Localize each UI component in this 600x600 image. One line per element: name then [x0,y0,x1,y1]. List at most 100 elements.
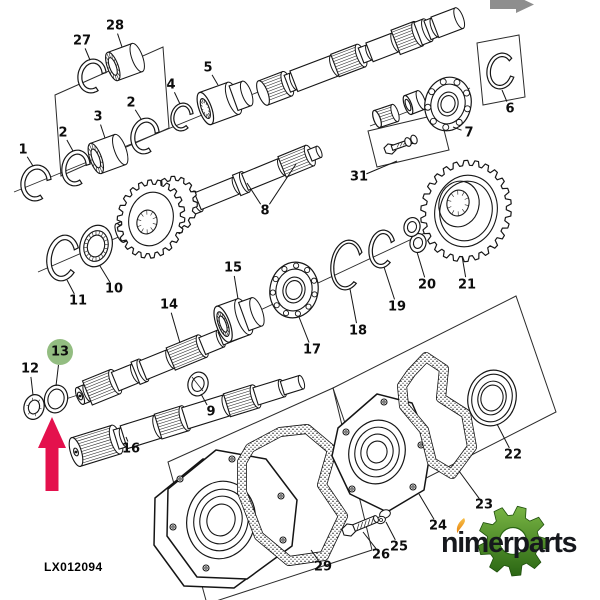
svg-text:5: 5 [203,61,212,76]
svg-text:13: 13 [51,345,69,360]
callout-29: 29 [310,549,332,575]
part-29-gasket [237,424,348,566]
svg-text:9: 9 [206,405,215,420]
svg-text:20: 20 [418,278,436,293]
callout-7: 7 [452,126,474,141]
callout-1: 1 [18,143,34,167]
svg-text:26: 26 [372,548,390,563]
svg-text:18: 18 [349,324,367,339]
nimerparts-logo: nimerparts [441,505,599,600]
svg-text:12: 12 [21,362,39,377]
svg-text:3: 3 [93,110,102,125]
part-drawings [20,7,517,589]
small-spline-stub [372,103,400,129]
part-4-snap-ring [170,102,194,132]
part-24-cover [331,393,432,513]
callout-10: 10 [99,265,123,297]
callout-17: 17 [298,316,321,358]
svg-text:31: 31 [350,170,368,185]
pto-cover-front-plate [166,449,298,580]
callout-15: 15 [224,261,242,300]
part-22-seal [467,369,517,427]
callout-9: 9 [200,393,216,420]
small-cup [402,89,427,116]
callout-8: 8 [246,163,297,219]
callout-2: 2 [126,96,142,120]
part-23-gasket [397,352,477,479]
logo-flame-icon [456,518,465,534]
part-16-shaft-drawing [68,374,306,467]
svg-text:15: 15 [224,261,242,276]
part-2a-snap-ring [61,149,91,187]
part-31-bolt-kit [383,134,418,155]
part-3-bearing [87,133,129,175]
drawing-code: LX012094 [44,560,103,574]
input-shaft-drawing [256,7,466,106]
callout-6: 6 [501,89,515,117]
svg-text:8: 8 [260,204,269,219]
part-17-roller-bearing [269,261,319,319]
part-28-bearing [105,42,145,82]
svg-text:25: 25 [390,540,408,555]
callout-20: 20 [416,251,436,293]
part-2b-snap-ring [130,117,160,155]
part-1-snap-ring [20,164,52,202]
svg-text:6: 6 [505,102,514,117]
part-19-snap-ring [368,229,395,269]
part-26-bolt [341,515,379,537]
callout-28: 28 [106,19,124,48]
callout-31: 31 [350,160,398,185]
part-13-washer-ring [43,384,69,414]
logo-text: nimerparts [441,527,578,559]
part-8-gear-cluster-drawing [116,175,198,259]
part-12-lock-ring [23,394,45,420]
callout-18: 18 [349,288,367,339]
callout-27: 27 [73,34,91,61]
svg-text:29: 29 [314,560,332,575]
callout-24: 24 [418,493,447,534]
part-10-needle-bearing [79,224,113,268]
svg-text:2: 2 [58,126,67,141]
svg-text:7: 7 [464,126,473,141]
callout-23: 23 [458,470,493,513]
part-6-snap-ring [486,52,515,90]
svg-text:21: 21 [458,278,476,293]
callout-21: 21 [458,255,476,293]
callout-25: 25 [385,521,408,555]
part-20-lock-plate [403,216,427,254]
svg-text:28: 28 [106,19,124,34]
part-9-collar [187,371,209,397]
part-21-gear [420,159,512,263]
part-15-coupler [213,296,265,343]
callout-16: 16 [122,436,140,457]
svg-text:17: 17 [303,343,321,358]
svg-text:22: 22 [504,448,522,463]
diagram-continuation-arrow [490,0,534,13]
svg-text:10: 10 [105,282,123,297]
part-14-shaft-drawing [74,322,247,406]
svg-text:2: 2 [126,96,135,111]
callout-12: 12 [21,362,39,396]
callout-26: 26 [362,531,390,563]
part-7-ball-bearing [424,76,472,132]
part-11-snap-ring [46,234,80,282]
highlight-pointer-arrow [38,417,66,491]
svg-text:23: 23 [475,498,493,513]
logo-gear-icon [477,505,549,577]
callout-5: 5 [203,61,219,86]
svg-text:19: 19 [388,300,406,315]
svg-text:4: 4 [166,78,175,93]
part-5-coupler [196,80,254,126]
svg-text:14: 14 [160,298,178,313]
part-18-snap-ring [330,239,363,291]
svg-text:16: 16 [122,442,140,457]
part-27-snap-ring [77,58,107,94]
callout-3: 3 [93,110,106,139]
callout-2: 2 [58,126,74,152]
svg-text:11: 11 [69,294,87,309]
svg-text:24: 24 [429,519,447,534]
callout-11: 11 [66,279,87,309]
callout-19: 19 [383,266,406,315]
